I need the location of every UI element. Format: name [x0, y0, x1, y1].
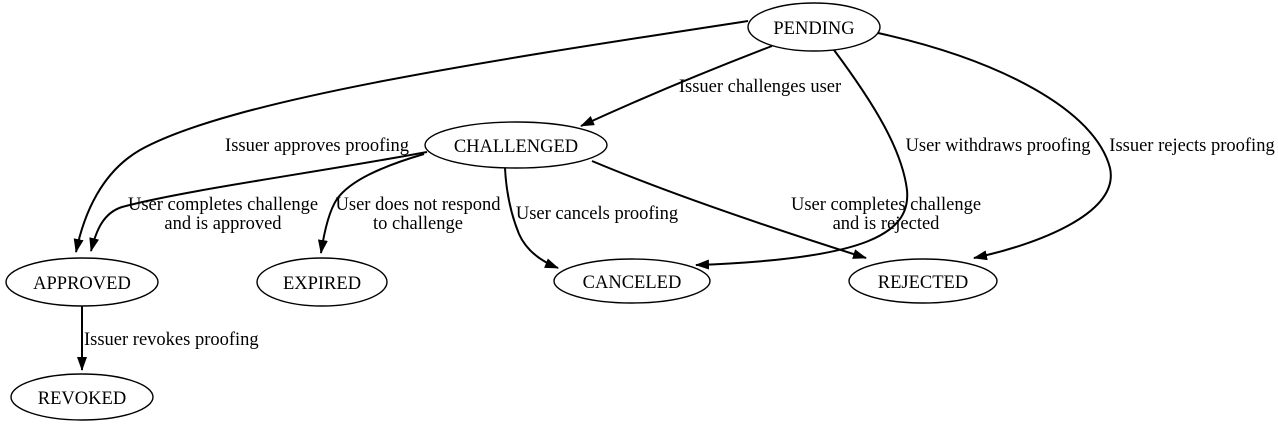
nodes-layer: PENDING CHALLENGED APPROVED EXPIRED CANC… [5, 2, 998, 421]
canceled-ellipse [553, 258, 711, 304]
edge-label-issuer-challenges-user: Issuer challenges user [679, 77, 841, 97]
revoked-ellipse [10, 373, 154, 421]
edge-label-issuer-revokes-proofing: Issuer revokes proofing [84, 330, 259, 350]
expired-ellipse [256, 257, 388, 307]
rejected-label: REJECTED [878, 273, 968, 293]
edge-label-user-completes-approved-line1: User completes challenge [128, 195, 318, 215]
pending-ellipse [747, 2, 881, 52]
edges-layer [73, 20, 1112, 371]
rejected-ellipse [848, 258, 998, 304]
node-revoked: REVOKED [10, 373, 154, 421]
node-canceled: CANCELED [553, 258, 711, 304]
edge-labels-layer: Issuer challenges user Issuer approves p… [84, 77, 1275, 350]
challenged-label: CHALLENGED [454, 137, 578, 157]
edge-label-issuer-approves-proofing: Issuer approves proofing [225, 136, 409, 156]
node-expired: EXPIRED [256, 257, 388, 307]
edge-challenged-rejected [591, 160, 867, 259]
edge-label-user-does-not-respond-line1: User does not respond [336, 195, 502, 215]
approved-label: APPROVED [33, 274, 131, 294]
edge-pending-canceled [695, 49, 909, 270]
edge-challenged-approved [89, 151, 428, 252]
node-rejected: REJECTED [848, 258, 998, 304]
edge-challenged-expired [317, 153, 425, 254]
edge-pending-approved [73, 20, 749, 253]
edge-label-issuer-rejects-proofing: Issuer rejects proofing [1109, 136, 1274, 156]
edge-label-user-completes-rejected-line1: User completes challenge [791, 195, 981, 215]
edge-pending-challenged [580, 45, 773, 127]
edge-challenged-canceled [504, 167, 559, 269]
challenged-ellipse [424, 121, 608, 169]
expired-label: EXPIRED [283, 274, 361, 294]
node-approved: APPROVED [5, 257, 159, 307]
edge-label-user-withdraws-proofing: User withdraws proofing [906, 136, 1091, 156]
edge-label-user-completes-rejected-line2: and is rejected [833, 214, 941, 234]
edge-label-user-does-not-respond-line2: to challenge [373, 214, 463, 234]
edge-label-user-cancels-proofing: User cancels proofing [516, 204, 678, 224]
revoked-label: REVOKED [38, 389, 126, 409]
canceled-label: CANCELED [583, 273, 682, 293]
node-challenged: CHALLENGED [424, 121, 608, 169]
edge-label-user-completes-approved-line2: and is approved [164, 214, 282, 234]
edge-pending-rejected [877, 32, 1112, 261]
approved-ellipse [5, 257, 159, 307]
node-pending: PENDING [747, 2, 881, 52]
pending-label: PENDING [773, 19, 854, 39]
